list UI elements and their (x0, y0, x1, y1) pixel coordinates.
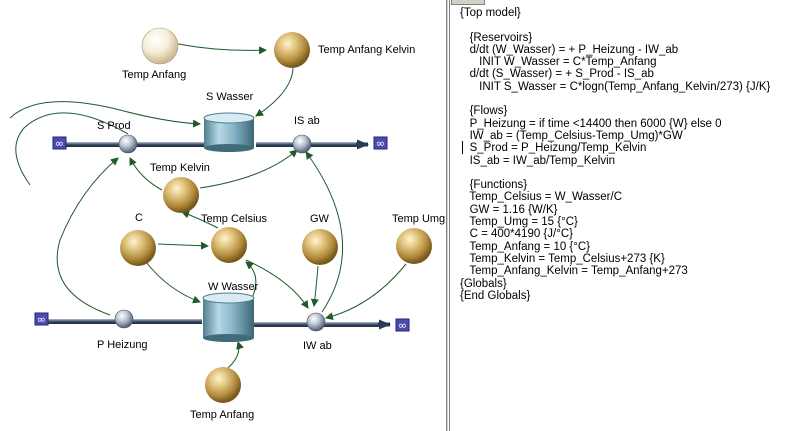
code-line: {Globals} (460, 277, 507, 290)
pane-splitter[interactable] (446, 0, 449, 431)
infinity-icon: ∞ (376, 137, 385, 150)
arrow-tempcelsius-to-tempkelvin (181, 210, 219, 229)
infinity-icon: ∞ (398, 319, 407, 332)
var-temp-anfang-kelvin[interactable]: Temp Anfang Kelvin (274, 32, 415, 68)
code-line: {Top model} (460, 7, 521, 19)
sink-isab[interactable]: ∞ (373, 136, 388, 150)
code-line: IW_ab = (Temp_Celsius-Temp_Umg)*GW (460, 129, 683, 142)
code-line: Temp_Anfang = 10 {°C} (460, 240, 591, 253)
code-line: Temp_Kelvin = Temp_Celsius+273 {K} (460, 252, 665, 265)
var-temp-kelvin[interactable]: Temp Kelvin (150, 162, 210, 213)
arrow-tempanfang-to-kelvin (177, 43, 267, 55)
var-temp-anfang-bottom[interactable]: Temp Anfang (190, 367, 254, 421)
flow-p-heizung[interactable]: P Heizung (97, 309, 148, 351)
model-diagram-canvas[interactable]: ∞ ∞ ∞ ∞ S Wasser W Wasser S Prod IS ab P… (0, 0, 446, 431)
arrow-pheizung-to-sprod (56, 157, 119, 316)
equation-editor-text[interactable]: {Top model} {Reservoirs} d/dt (W_Wasser)… (460, 7, 798, 302)
code-line: d/dt (W_Wasser) = + P_Heizung - IW_ab (460, 43, 679, 56)
code-line: {Functions} (460, 179, 528, 192)
flow-iw-ab[interactable]: IW ab (303, 312, 332, 352)
editor-tab-handle[interactable] (451, 0, 485, 5)
arrow-iwab-to-isab (305, 151, 344, 313)
code-line: {End Globals} (460, 289, 531, 302)
arrow-gw-to-iwab (310, 265, 319, 307)
code-line: IS_ab = IW_ab/Temp_Kelvin (460, 154, 616, 167)
source-pheizung[interactable]: ∞ (34, 312, 49, 326)
node-label-w-wasser: W Wasser (208, 281, 259, 293)
arrow-c-to-wwasser (145, 261, 201, 304)
reservoir-w-wasser[interactable]: W Wasser (202, 281, 259, 342)
arrow-kelvin-to-swasser (255, 67, 294, 117)
node-label-temp-umg: Temp Umg (392, 213, 445, 225)
var-gw[interactable]: GW (302, 213, 338, 265)
node-label-c: C (135, 212, 143, 224)
arrow-tempanfang-bottom-to-wwasser (227, 341, 244, 369)
source-sprod[interactable]: ∞ (52, 136, 67, 150)
code-line: Temp_Celsius = W_Wasser/C (460, 191, 623, 204)
code-line: INIT S_Wasser = C*logn(Temp_Anfang_Kelvi… (460, 80, 771, 93)
code-line: Temp_Umg = 15 {°C} (460, 216, 578, 229)
text-caret (462, 141, 463, 154)
reservoir-s-wasser[interactable]: S Wasser (203, 91, 255, 152)
node-label-temp-anfang-top: Temp Anfang (122, 69, 186, 81)
arrow-loop-to-swasser (9, 101, 201, 128)
code-line (460, 19, 798, 31)
sink-iwab[interactable]: ∞ (395, 318, 410, 332)
code-line (460, 93, 798, 105)
code-line: Temp_Anfang_Kelvin = Temp_Anfang+273 (460, 265, 688, 278)
model-diagram-pane[interactable]: ∞ ∞ ∞ ∞ S Wasser W Wasser S Prod IS ab P… (0, 0, 446, 431)
code-line: {Reservoirs} (460, 31, 533, 44)
arrow-tempumg-to-iwab (325, 263, 407, 321)
infinity-icon: ∞ (37, 313, 46, 326)
code-line: GW = 1.16 {W/K} (460, 203, 558, 216)
node-label-p-heizung: P Heizung (97, 339, 148, 351)
var-c[interactable]: C (120, 212, 156, 266)
code-line: {Flows} (460, 105, 508, 118)
node-label-gw: GW (310, 213, 330, 225)
flow-s-prod[interactable]: S Prod (97, 120, 138, 154)
code-line (460, 167, 798, 179)
infinity-icon: ∞ (55, 137, 64, 150)
node-label-temp-anfang-kelvin: Temp Anfang Kelvin (318, 44, 415, 56)
arrow-wwasser-to-tempcelsius (245, 261, 257, 299)
flow-is-ab[interactable]: IS ab (292, 115, 320, 154)
code-line: INIT W_Wasser = C*Temp_Anfang (460, 56, 657, 69)
node-label-s-wasser: S Wasser (206, 91, 254, 103)
var-temp-umg[interactable]: Temp Umg (392, 213, 445, 264)
arrow-sprod-loop (15, 112, 129, 186)
connector-arrows (9, 43, 407, 369)
arrow-tempcelsius-to-iwab (245, 259, 309, 309)
code-line: S_Prod = P_Heizung/Temp_Kelvin (460, 142, 647, 155)
node-label-temp-celsius: Temp Celsius (201, 213, 268, 225)
code-line: P_Heizung = if time <14400 then 6000 {W}… (460, 117, 722, 130)
node-label-s-prod: S Prod (97, 120, 131, 132)
arrow-tempkelvin-to-isab (199, 149, 298, 189)
var-temp-celsius[interactable]: Temp Celsius (201, 213, 268, 263)
equation-editor-pane[interactable]: {Top model} {Reservoirs} d/dt (W_Wasser)… (449, 0, 800, 431)
node-label-temp-anfang-bottom: Temp Anfang (190, 409, 254, 421)
node-label-temp-kelvin: Temp Kelvin (150, 162, 210, 174)
node-label-is-ab: IS ab (294, 115, 320, 127)
node-label-iw-ab: IW ab (303, 340, 332, 352)
arrow-c-to-tempcelsius (157, 241, 209, 250)
code-line: d/dt (S_Wasser) = + S_Prod - IS_ab (460, 68, 654, 81)
var-temp-anfang-top[interactable]: Temp Anfang (122, 27, 186, 81)
code-line: C = 400*4190 {J/°C} (460, 228, 573, 241)
arrow-tempkelvin-to-sprod (129, 157, 163, 191)
